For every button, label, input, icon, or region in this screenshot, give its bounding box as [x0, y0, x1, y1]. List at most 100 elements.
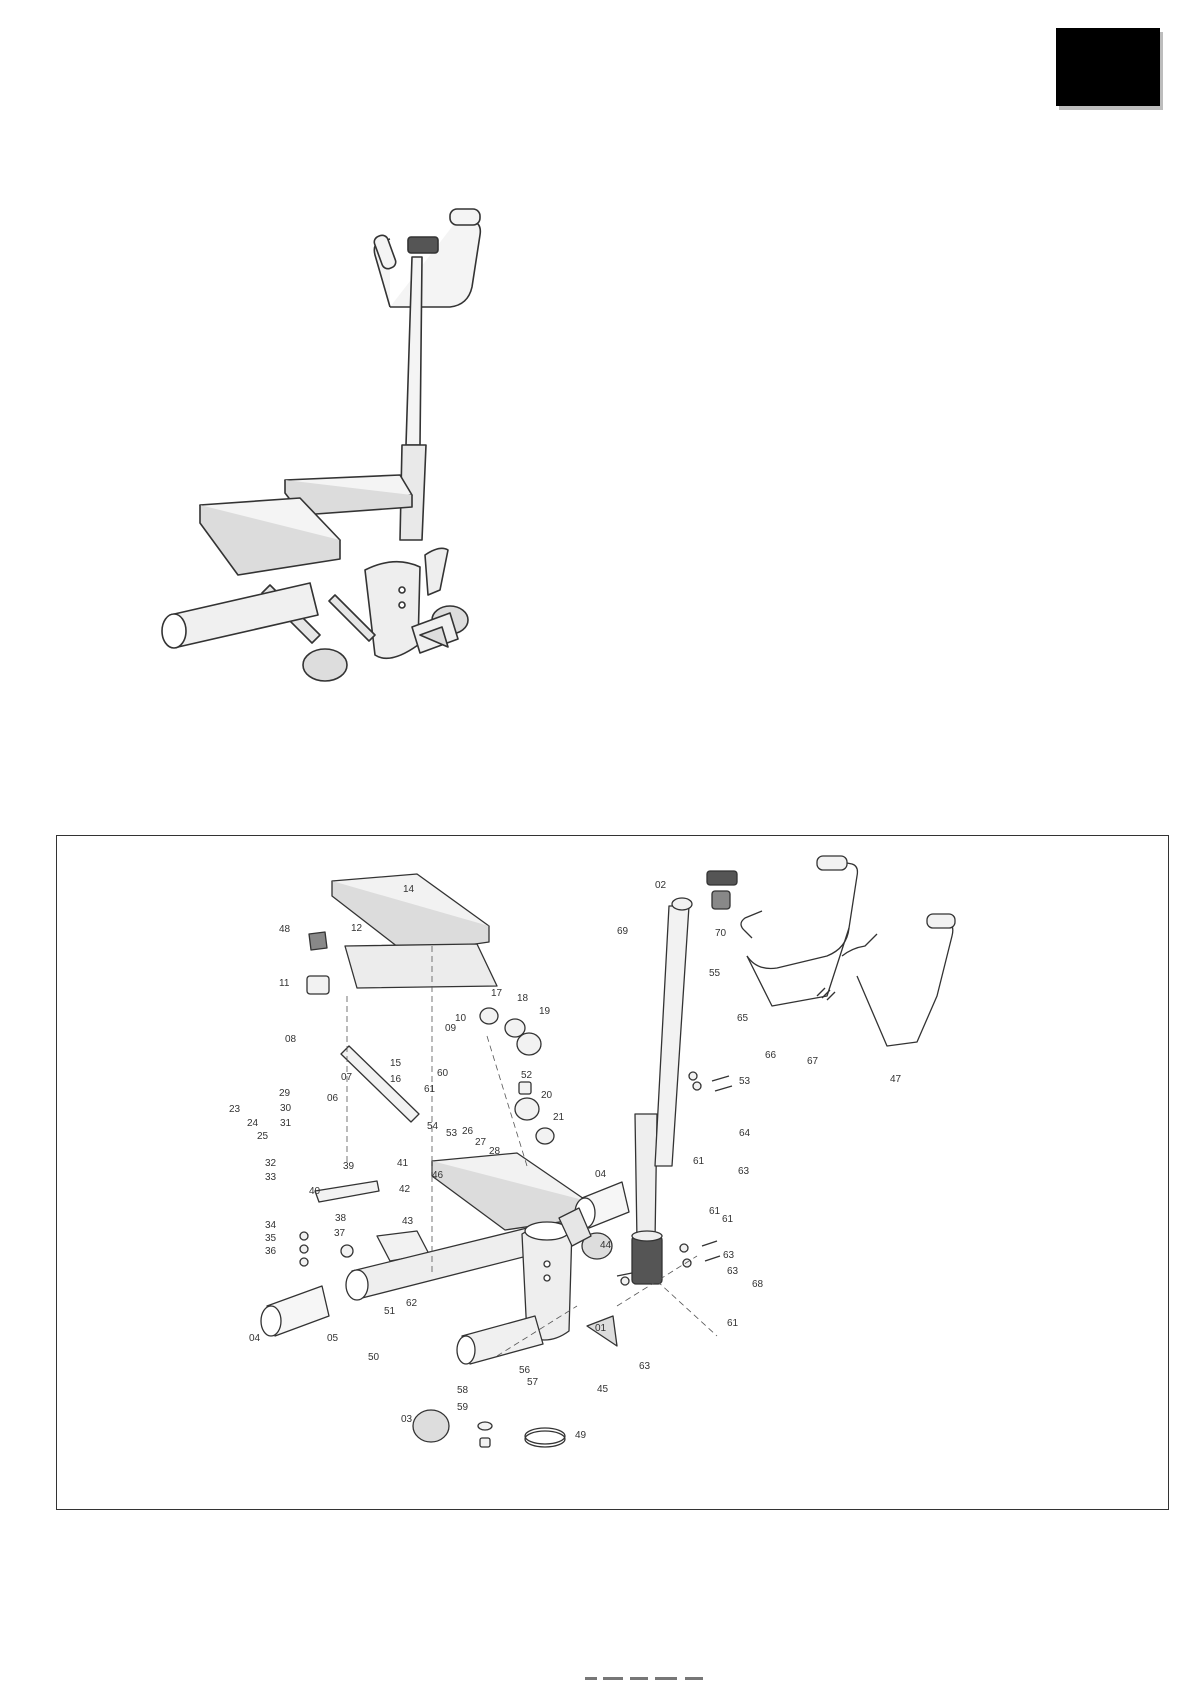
part-label-p21: 21	[553, 1112, 565, 1123]
part-label-p05: 05	[327, 1333, 339, 1344]
part-label-p07: 07	[341, 1072, 353, 1083]
part-label-p28: 28	[489, 1146, 501, 1157]
part-label-p51: 51	[384, 1306, 396, 1317]
part-label-p04b: 04	[249, 1333, 261, 1344]
console	[707, 871, 737, 885]
end-cap-left	[162, 614, 186, 648]
part-label-p46: 46	[432, 1170, 444, 1181]
part-label-p15: 15	[390, 1058, 402, 1069]
part-label-p25: 25	[257, 1131, 269, 1142]
part-label-p59: 59	[457, 1402, 469, 1413]
part-label-p32: 32	[265, 1158, 277, 1169]
part-label-p61e: 61	[727, 1318, 739, 1329]
pedal-arm	[345, 944, 497, 988]
handlebar-grip-right	[450, 209, 480, 225]
part-label-p03: 03	[401, 1414, 413, 1425]
part-label-p45: 45	[597, 1384, 609, 1395]
part-label-p01: 01	[595, 1323, 607, 1334]
part-label-p17: 17	[491, 988, 503, 999]
part-label-p58: 58	[457, 1385, 469, 1396]
corner-index-tab	[1056, 28, 1160, 106]
foot-03	[413, 1410, 449, 1442]
part-label-p08: 08	[285, 1034, 297, 1045]
upper-column	[655, 906, 689, 1166]
part-label-p60: 60	[437, 1068, 449, 1079]
part-label-p38: 38	[335, 1213, 347, 1224]
washer-17	[480, 1008, 498, 1024]
console	[408, 237, 438, 253]
part-label-p61b: 61	[693, 1156, 705, 1167]
bushing-20	[515, 1098, 539, 1120]
part-label-p54: 54	[427, 1121, 439, 1132]
part-label-p06: 06	[327, 1093, 339, 1104]
part-label-p70: 70	[715, 928, 727, 939]
part-label-p40: 40	[309, 1186, 321, 1197]
handlebar-66	[741, 861, 857, 969]
part-label-p61d: 61	[722, 1214, 734, 1225]
part-label-p61c: 61	[709, 1206, 721, 1217]
part-label-p50: 50	[368, 1352, 380, 1363]
part-label-p24: 24	[247, 1118, 259, 1129]
part-label-p57: 57	[527, 1377, 539, 1388]
part-label-p53: 53	[446, 1128, 458, 1139]
part-label-p16: 16	[390, 1074, 402, 1085]
cylinder-upper	[341, 1046, 419, 1122]
part-label-p47: 47	[890, 1074, 902, 1085]
part-label-p64: 64	[739, 1128, 751, 1139]
part-label-p14: 14	[403, 884, 415, 895]
part-label-p52: 52	[521, 1070, 533, 1081]
base-tube-left	[170, 583, 318, 647]
handlebar-47	[842, 922, 953, 1046]
part-label-p10: 10	[455, 1013, 467, 1024]
part-label-p63c: 63	[639, 1361, 651, 1372]
part-label-p42: 42	[399, 1184, 411, 1195]
part-label-p27: 27	[475, 1137, 487, 1148]
part-label-p19: 19	[539, 1006, 551, 1017]
part-label-p44: 44	[600, 1240, 612, 1251]
part-label-p33: 33	[265, 1172, 277, 1183]
part-label-p30: 30	[280, 1103, 292, 1114]
part-label-p49: 49	[575, 1430, 587, 1441]
part-label-p23: 23	[229, 1104, 241, 1115]
part-label-p67: 67	[807, 1056, 819, 1067]
part-label-p36: 36	[265, 1246, 277, 1257]
part-label-p65: 65	[737, 1013, 749, 1024]
part-label-p18: 18	[517, 993, 529, 1004]
part-label-p63d: 63	[723, 1250, 735, 1261]
lower-column	[635, 1114, 657, 1241]
part-label-p02: 02	[655, 880, 667, 891]
part-label-p48: 48	[279, 924, 291, 935]
block-part	[307, 976, 329, 994]
part-label-p66: 66	[765, 1050, 777, 1061]
part-label-p12: 12	[351, 923, 363, 934]
part-label-p55: 55	[709, 968, 721, 979]
part-label-p53b: 53	[739, 1076, 751, 1087]
part-label-p69: 69	[617, 926, 629, 937]
part-label-p56: 56	[519, 1365, 531, 1376]
footer-ink-marks	[585, 1676, 725, 1682]
assembled-stepper-illustration	[150, 195, 570, 755]
part-label-p11: 11	[279, 978, 290, 989]
part-label-p04a: 04	[595, 1169, 607, 1180]
part-label-p31: 31	[280, 1118, 292, 1129]
part-label-p63b: 63	[727, 1266, 739, 1277]
part-label-p63a: 63	[738, 1166, 750, 1177]
part-label-p68: 68	[752, 1279, 764, 1290]
part-label-p62: 62	[406, 1298, 418, 1309]
part-label-p20: 20	[541, 1090, 553, 1101]
part-label-p41: 41	[397, 1158, 409, 1169]
part-label-p37: 37	[334, 1228, 346, 1239]
part-label-p09: 09	[445, 1023, 457, 1034]
bushing-19	[517, 1033, 541, 1055]
base-body	[365, 562, 420, 659]
part-label-p26: 26	[462, 1126, 474, 1137]
part-label-p61a: 61	[424, 1084, 436, 1095]
foot-front-left	[303, 649, 347, 681]
part-label-p35: 35	[265, 1233, 277, 1244]
part-label-p43: 43	[402, 1216, 414, 1227]
column-base	[632, 1236, 662, 1284]
